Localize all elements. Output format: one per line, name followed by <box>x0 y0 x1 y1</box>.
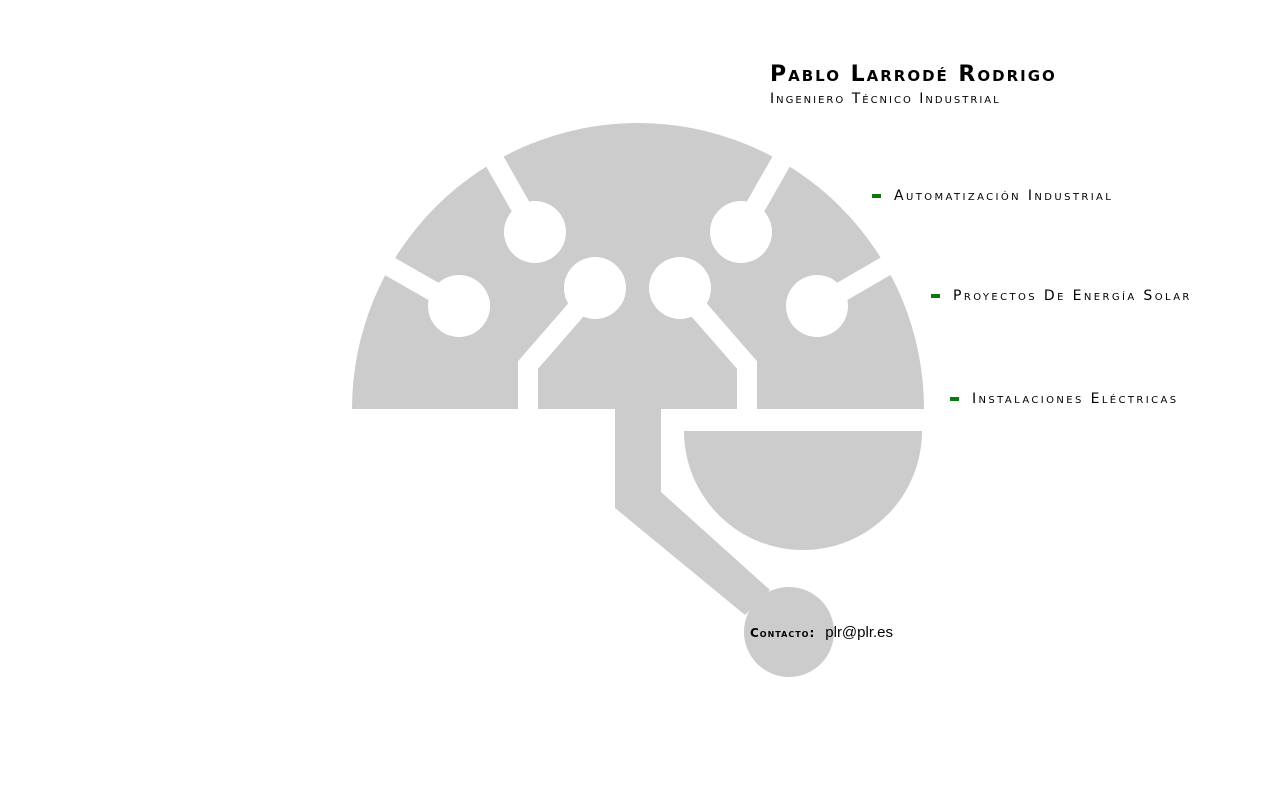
service-item-automatizacion[interactable]: Automatización Industrial <box>872 188 1113 204</box>
contact-block: Contacto: plr@plr.es <box>750 624 893 641</box>
bullet-icon <box>950 397 959 401</box>
service-link-energia-solar[interactable]: Proyectos De Energía Solar <box>953 288 1192 304</box>
service-item-instalaciones[interactable]: Instalaciones Eléctricas <box>950 391 1179 407</box>
service-item-energia-solar[interactable]: Proyectos De Energía Solar <box>931 288 1192 304</box>
contact-email-link[interactable]: plr@plr.es <box>825 624 894 641</box>
page-subtitle: Ingeniero Técnico Industrial <box>770 91 1001 107</box>
bullet-icon <box>872 194 881 198</box>
page-title: Pablo Larrodé Rodrigo <box>770 62 1057 87</box>
service-link-automatizacion[interactable]: Automatización Industrial <box>894 188 1114 204</box>
bullet-icon <box>931 294 940 298</box>
service-link-instalaciones[interactable]: Instalaciones Eléctricas <box>972 391 1179 407</box>
contact-label: Contacto: <box>750 626 816 640</box>
